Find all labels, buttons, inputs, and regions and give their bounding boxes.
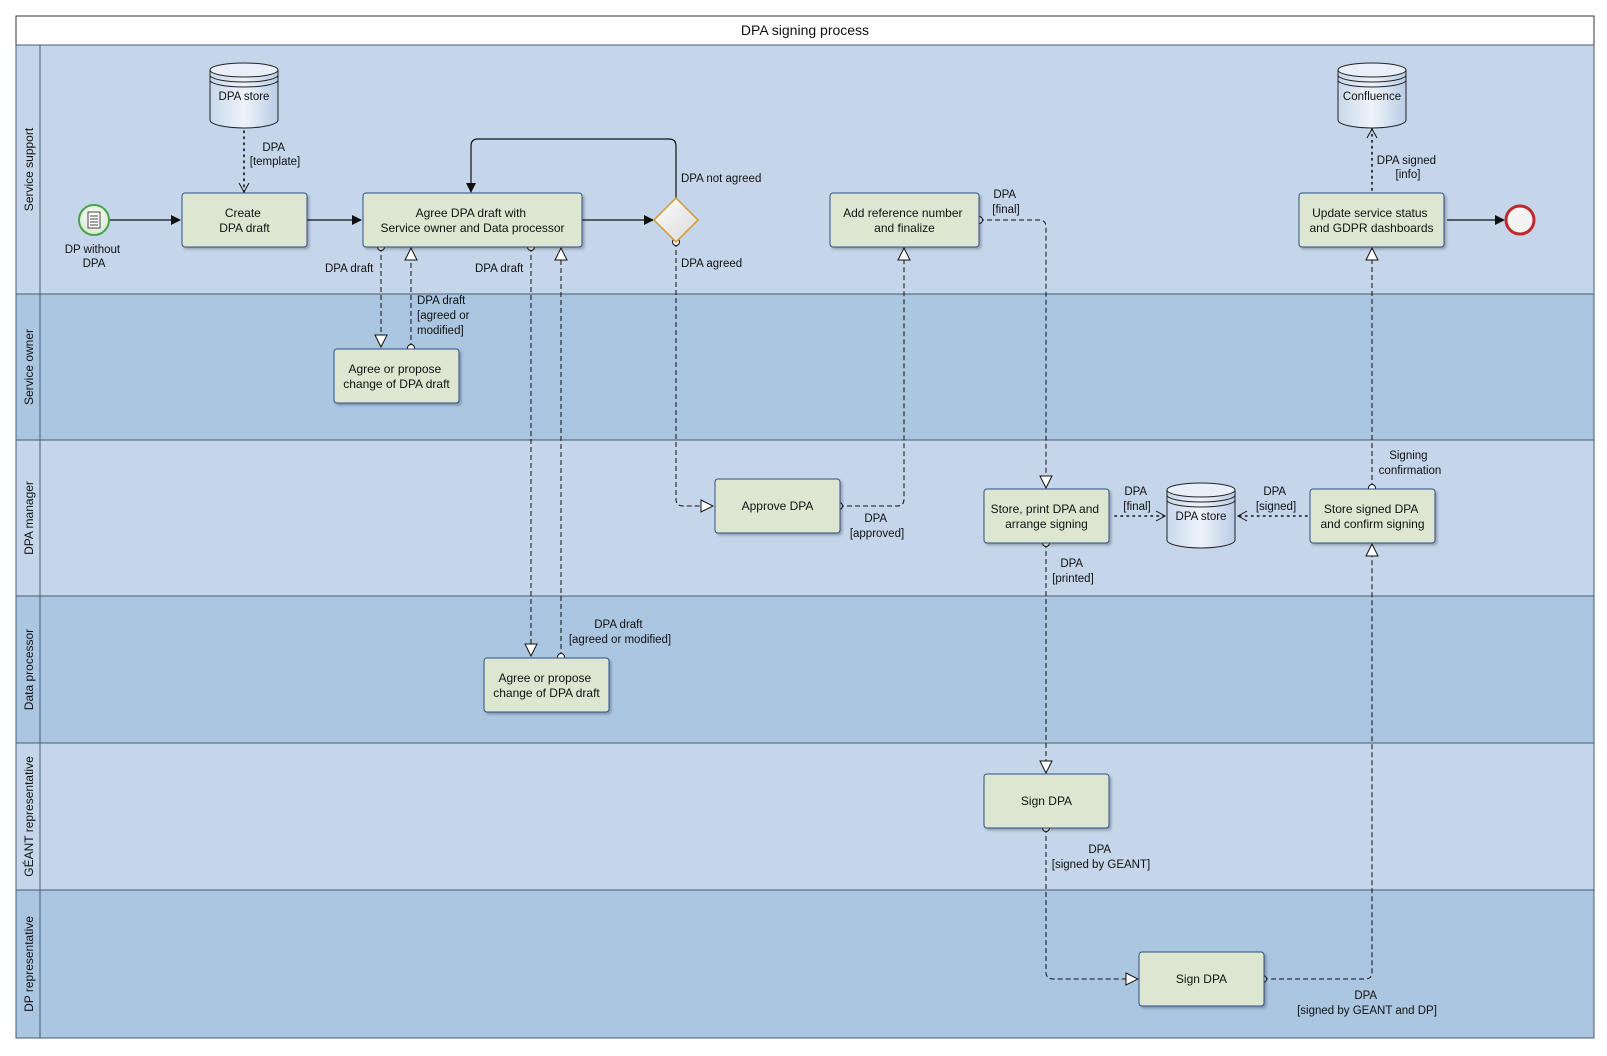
label-signing-confirmation: Signing confirmation — [1379, 450, 1442, 477]
label-dpa-signed-geant: DPA [signed by GEANT] — [1052, 844, 1150, 871]
svg-text:Sign DPA: Sign DPA — [1021, 794, 1072, 808]
label-dpa-draft-processor-back: DPA draft [agreed or modified] — [569, 619, 671, 646]
lane-label-service-owner: Service owner — [22, 329, 36, 405]
data-associations — [238, 127, 1378, 522]
msg-final-to-store — [979, 220, 1046, 488]
msg-dp-to-store-signed — [1263, 544, 1372, 979]
task-processor-agree-or-propose: Agree or propose change of DPA draft — [483, 657, 610, 713]
exclusive-gateway — [652, 196, 700, 244]
label-dpa-final-mid: DPA [final] — [1123, 486, 1151, 513]
task-add-reference-number: Add reference number and finalize — [829, 192, 980, 248]
svg-text:Create DPA draft: Create DPA draft — [219, 206, 270, 235]
flow-gateway-not-agreed — [466, 138, 677, 201]
svg-text:Sign DPA: Sign DPA — [1176, 972, 1227, 986]
data-store-confluence-label: Confluence — [1343, 91, 1401, 103]
pool-title: DPA signing process — [741, 22, 869, 38]
msg-approved-to-reference — [839, 248, 904, 506]
end-event — [1504, 204, 1536, 236]
label-dpa-draft-owner: DPA draft — [325, 263, 374, 275]
task-create-dpa-draft: Create DPA draft — [181, 192, 308, 248]
msg-gateway-agreed-to-approve — [676, 242, 713, 506]
label-dpa-draft-owner-back: DPA draft [agreed or modified] — [417, 295, 473, 337]
message-icon — [87, 211, 101, 229]
lane-service-owner: Service owner — [15, 293, 1595, 441]
message-flows — [381, 220, 1372, 979]
task-agree-dpa-draft: Agree DPA draft with Service owner and D… — [362, 192, 583, 248]
task-store-signed-dpa: Store signed DPA and confirm signing — [1309, 488, 1436, 544]
lane-label-dpa-manager: DPA manager — [22, 481, 36, 555]
svg-text:Update service status an: Update service status and GDPR dashboard… — [1309, 206, 1433, 235]
svg-text:Add reference number and: Add reference number and finalize — [843, 206, 966, 235]
task-geant-sign-dpa: Sign DPA — [983, 773, 1110, 829]
task-approve-dpa: Approve DPA — [714, 478, 841, 534]
label-dpa-signed-info: DPA signed [info] — [1377, 155, 1439, 181]
data-store-confluence: Confluence — [1337, 62, 1407, 129]
label-dpa-draft-processor: DPA draft — [475, 263, 524, 275]
svg-text:Agree or propose change: Agree or propose change of DPA draft — [343, 362, 450, 391]
lane-label-data-processor: Data processor — [22, 629, 36, 710]
task-owner-agree-or-propose: Agree or propose change of DPA draft — [333, 348, 460, 404]
data-store-dpa-top-label: DPA store — [219, 91, 270, 103]
svg-text:Approve DPA: Approve DPA — [742, 499, 814, 513]
label-dpa-approved: DPA [approved] — [850, 513, 904, 540]
label-dpa-agreed: DPA agreed — [681, 258, 742, 270]
svg-text:Store signed DPA and con: Store signed DPA and confirm signing — [1320, 502, 1424, 531]
msg-geant-to-dp — [1046, 828, 1138, 979]
svg-text:Store, print DPA and arr: Store, print DPA and arrange signing — [991, 502, 1103, 531]
svg-text:Agree or propose change: Agree or propose change of DPA draft — [493, 671, 600, 700]
lane-data-processor: Data processor — [15, 595, 1595, 744]
data-store-dpa-top: DPA store — [209, 62, 279, 129]
task-dp-sign-dpa: Sign DPA — [1138, 951, 1265, 1007]
label-dpa-final-top: DPA [final] — [992, 189, 1020, 216]
label-dpa-not-agreed: DPA not agreed — [681, 173, 761, 185]
data-store-dpa-mid-label: DPA store — [1176, 511, 1227, 523]
label-dpa-template: DPA [template] — [250, 142, 301, 168]
lane-label-geant-representative: GÉANT representative — [21, 756, 36, 877]
lane-label-service-support: Service support — [22, 127, 36, 211]
lane-label-dp-representative: DP representative — [22, 916, 36, 1012]
data-store-dpa-mid: DPA store — [1166, 482, 1236, 549]
sequence-flows — [109, 138, 1505, 225]
svg-text:Agree DPA draft with Ser: Agree DPA draft with Service owner and D… — [380, 206, 564, 235]
task-update-service-status: Update service status and GDPR dashboard… — [1298, 192, 1445, 248]
start-event-label: DP without DPA — [65, 244, 124, 270]
label-dpa-printed: DPA [printed] — [1052, 558, 1094, 585]
label-dpa-signed-both: DPA [signed by GEANT and DP] — [1297, 990, 1437, 1017]
task-store-print-dpa: Store, print DPA and arrange signing — [983, 488, 1110, 544]
lane-geant-representative: GÉANT representative — [15, 742, 1595, 891]
label-dpa-signed-mid: DPA [signed] — [1256, 486, 1296, 513]
lane-service-support: Service support — [15, 44, 1595, 295]
start-event: DP without DPA — [65, 204, 124, 270]
